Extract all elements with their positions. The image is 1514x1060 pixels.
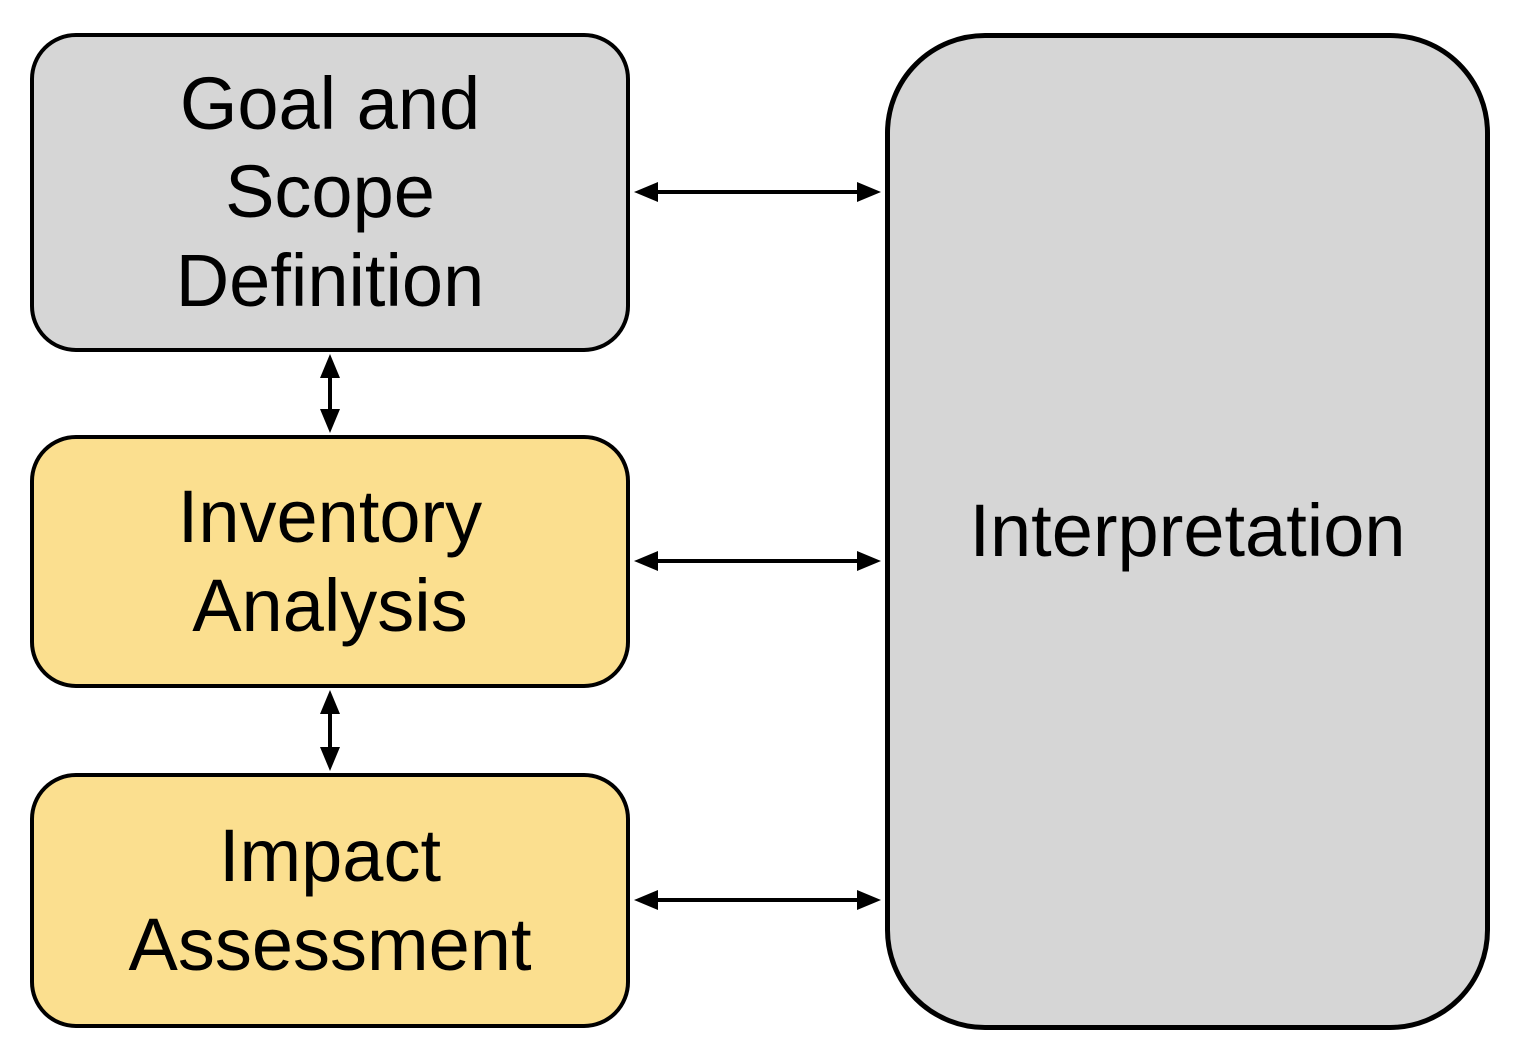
box-inventory-analysis-label: Inventory Analysis [177, 475, 483, 647]
arrow-inventory-to-interpretation [634, 551, 881, 571]
box-goal-scope-definition: Goal and Scope Definition [30, 33, 630, 352]
box-goal-scope-definition-label: Goal and Scope Definition [175, 62, 485, 322]
arrow-goal-scope-to-interpretation [634, 182, 881, 202]
arrow-inventory-to-impact [320, 690, 340, 771]
box-impact-assessment: Impact Assessment [30, 773, 630, 1028]
box-interpretation: Interpretation [885, 33, 1490, 1030]
arrow-impact-to-interpretation [634, 890, 881, 910]
box-inventory-analysis: Inventory Analysis [30, 435, 630, 688]
arrow-goal-scope-to-inventory [320, 354, 340, 433]
box-interpretation-label: Interpretation [969, 489, 1406, 573]
box-impact-assessment-label: Impact Assessment [128, 814, 532, 986]
